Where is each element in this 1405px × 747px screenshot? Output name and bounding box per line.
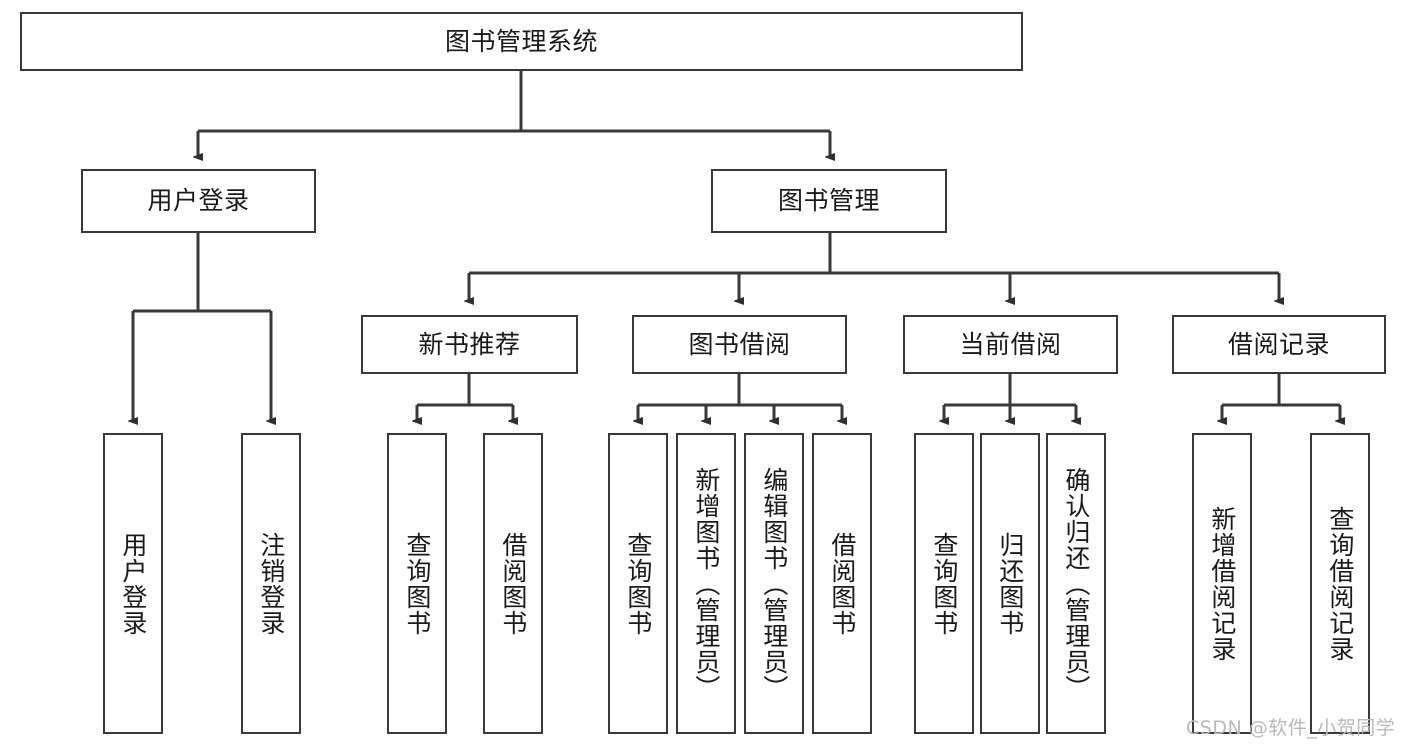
node-label: 图书管理 xyxy=(777,186,880,216)
node-borrow-record[interactable]: 借阅记录 xyxy=(1172,315,1386,374)
node-book-management-system[interactable]: 图书管理系统 xyxy=(20,12,1023,71)
node-leaf-query-record[interactable]: 查询借阅记录 xyxy=(1310,433,1370,734)
node-label: 图书管理系统 xyxy=(444,26,598,56)
node-label: 查询图书 xyxy=(929,531,959,636)
csdn-watermark: CSDN @软件_小贺同学 xyxy=(1186,717,1396,739)
node-current-borrow[interactable]: 当前借阅 xyxy=(903,315,1118,374)
node-leaf-query-book-3[interactable]: 查询图书 xyxy=(914,433,974,734)
node-label: 注销登录 xyxy=(256,531,286,636)
node-leaf-query-book-2[interactable]: 查询图书 xyxy=(608,433,668,734)
node-label: 查询图书 xyxy=(402,531,432,636)
node-label: 新书推荐 xyxy=(418,329,521,359)
node-leaf-edit-book[interactable]: 编辑图书（管理员） xyxy=(744,433,804,734)
node-label: 新增借阅记录 xyxy=(1207,505,1237,662)
node-book-management[interactable]: 图书管理 xyxy=(711,169,947,233)
node-leaf-confirm-return[interactable]: 确认归还（管理员） xyxy=(1046,433,1106,734)
node-label: 借阅记录 xyxy=(1227,329,1330,359)
node-label: 新增图书（管理员） xyxy=(691,466,721,701)
node-label: 用户登录 xyxy=(147,186,250,216)
node-leaf-add-record[interactable]: 新增借阅记录 xyxy=(1192,433,1252,734)
node-label: 查询图书 xyxy=(623,531,653,636)
node-label: 借阅图书 xyxy=(827,531,857,636)
node-leaf-return-book[interactable]: 归还图书 xyxy=(980,433,1040,734)
node-label: 用户登录 xyxy=(118,531,148,636)
node-label: 查询借阅记录 xyxy=(1325,505,1355,662)
node-label: 编辑图书（管理员） xyxy=(759,466,789,701)
node-label: 图书借阅 xyxy=(688,329,791,359)
node-label: 借阅图书 xyxy=(498,531,528,636)
node-book-borrow[interactable]: 图书借阅 xyxy=(632,315,847,374)
node-leaf-borrow-book-1[interactable]: 借阅图书 xyxy=(483,433,543,734)
node-new-book-recommend[interactable]: 新书推荐 xyxy=(361,315,578,374)
node-user-login[interactable]: 用户登录 xyxy=(81,169,316,233)
node-label: 归还图书 xyxy=(995,531,1025,636)
node-label: 确认归还（管理员） xyxy=(1061,466,1091,701)
node-leaf-query-book-1[interactable]: 查询图书 xyxy=(387,433,447,734)
node-leaf-add-book[interactable]: 新增图书（管理员） xyxy=(676,433,736,734)
node-label: 当前借阅 xyxy=(959,329,1062,359)
node-leaf-user-login[interactable]: 用户登录 xyxy=(103,433,163,734)
node-leaf-borrow-book-2[interactable]: 借阅图书 xyxy=(812,433,872,734)
node-leaf-logout-login[interactable]: 注销登录 xyxy=(241,433,301,734)
